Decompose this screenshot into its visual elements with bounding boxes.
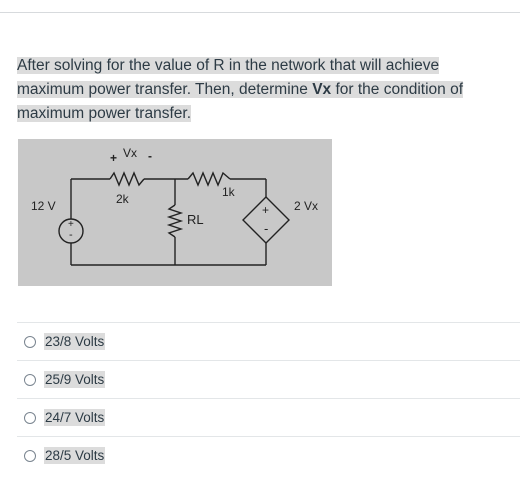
answer-list: 23/8 Volts 25/9 Volts 24/7 Volts 28/5 Vo… <box>17 322 520 474</box>
dep-source-label: 2 Vx <box>294 199 319 213</box>
r2-label: 1k <box>222 185 235 199</box>
dep-minus-label: - <box>264 221 269 236</box>
question-text: After solving for the value of R in the … <box>17 54 487 126</box>
vx-minus-label: - <box>148 149 152 163</box>
radio-button[interactable] <box>24 335 36 348</box>
dep-plus-label: + <box>262 203 270 217</box>
vx-label: Vx <box>123 146 138 160</box>
radio-button[interactable] <box>24 411 36 424</box>
answer-label[interactable]: 24/7 Volts <box>44 409 106 426</box>
rl-label: RL <box>187 212 204 227</box>
source-minus-label: - <box>69 229 73 241</box>
question-vx-bold: Vx <box>312 81 332 98</box>
resistor-rl <box>166 204 184 238</box>
answer-label[interactable]: 28/5 Volts <box>44 447 106 464</box>
circuit-diagram: 12 V + Vx - 2k 1k RL 2 Vx + - + - <box>18 139 332 286</box>
answer-label[interactable]: 25/9 Volts <box>44 371 106 388</box>
vx-plus-label: + <box>110 151 118 165</box>
dependent-source <box>242 196 290 244</box>
radio-button[interactable] <box>24 373 36 386</box>
answer-label[interactable]: 23/8 Volts <box>44 333 106 350</box>
answer-option[interactable]: 25/9 Volts <box>17 360 520 398</box>
source-plus-label: + <box>68 219 74 230</box>
answer-option[interactable]: 28/5 Volts <box>17 436 520 474</box>
answer-option[interactable]: 23/8 Volts <box>17 322 520 360</box>
circuit-wires <box>70 178 267 266</box>
source-label: 12 V <box>31 199 56 213</box>
resistor-2k <box>109 171 145 187</box>
resistor-1k <box>187 171 231 187</box>
answer-option[interactable]: 24/7 Volts <box>17 398 520 436</box>
voltage-source <box>58 218 84 244</box>
r1-label: 2k <box>116 192 129 206</box>
radio-button[interactable] <box>24 449 36 462</box>
top-divider <box>0 12 520 13</box>
